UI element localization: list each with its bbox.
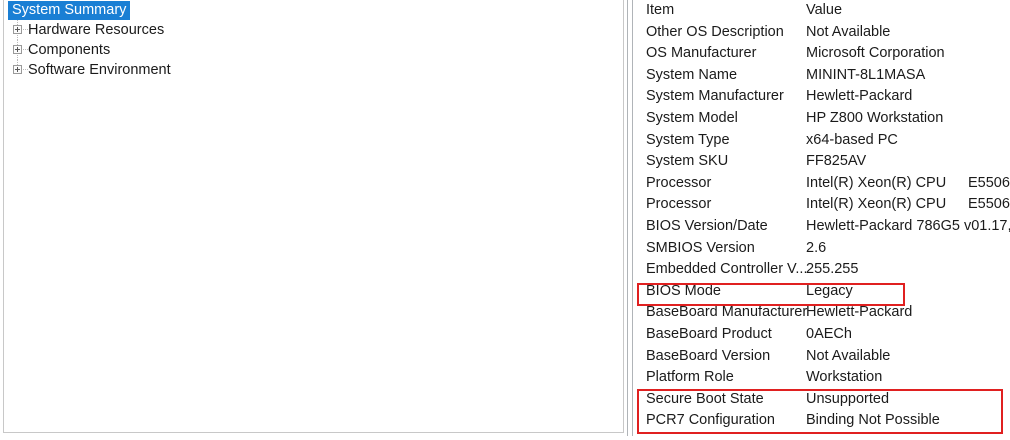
- detail-cell-value: Microsoft Corporation: [806, 45, 945, 62]
- detail-cell-value: Binding Not Possible: [806, 412, 940, 429]
- detail-cell-value: Unsupported: [806, 390, 890, 407]
- detail-row[interactable]: BIOS Version/Date Hewlett-Packard 786G5 v…: [636, 216, 1010, 238]
- detail-cell-item: System Manufacturer: [646, 88, 784, 105]
- detail-cell-item: SMBIOS Version: [646, 239, 755, 256]
- detail-row[interactable]: BaseBoard Version Not Available: [636, 346, 1010, 368]
- plus-box-icon[interactable]: [13, 45, 22, 54]
- detail-cell-value: FF825AV: [806, 153, 867, 170]
- plus-box-icon[interactable]: [13, 65, 22, 74]
- detail-cell-item: System Type: [646, 131, 730, 148]
- detail-row[interactable]: System Name MININT-8L1MASA: [636, 65, 1010, 87]
- detail-cell-value: x64-based PC: [806, 131, 898, 148]
- panel-splitter[interactable]: [626, 0, 635, 440]
- tree-connector-horizontal: [23, 49, 28, 50]
- detail-cell-item: Processor: [646, 196, 712, 213]
- detail-row[interactable]: BIOS Mode Legacy: [636, 281, 1010, 303]
- detail-row[interactable]: System Type x64-based PC: [636, 130, 1010, 152]
- tree-node-label: System Summary: [8, 1, 131, 20]
- detail-cell-item: System Name: [646, 66, 738, 83]
- detail-cell-value: HP Z800 Workstation: [806, 109, 944, 126]
- detail-row[interactable]: Processor Intel(R) Xeon(R) CPU E5506: [636, 173, 1010, 195]
- detail-cell-value: Intel(R) Xeon(R) CPU: [806, 196, 947, 213]
- tree-node-system-summary[interactable]: System Summary: [4, 0, 623, 20]
- tree-node-label: Hardware Resources: [28, 22, 165, 38]
- detail-cell-value: Legacy: [806, 282, 853, 299]
- detail-cell-value: 255.255: [806, 261, 859, 278]
- tree-node-hardware-resources[interactable]: Hardware Resources: [4, 20, 623, 40]
- tree-node-label: Components: [28, 42, 111, 58]
- tree-connector-horizontal: [23, 69, 28, 70]
- detail-cell-value: Hewlett-Packard 786G5 v01.17, 8/: [806, 217, 1010, 234]
- detail-cell-item: System Model: [646, 109, 738, 126]
- detail-cell-value: 2.6: [806, 239, 827, 256]
- detail-cell-item: BaseBoard Product: [646, 325, 772, 342]
- detail-cell-value: Intel(R) Xeon(R) CPU: [806, 174, 947, 191]
- detail-row[interactable]: Processor Intel(R) Xeon(R) CPU E5506: [636, 194, 1010, 216]
- tree-connector-vertical: [17, 20, 18, 25]
- tree-node-software-environment[interactable]: Software Environment: [4, 60, 623, 80]
- detail-cell-value: 0AECh: [806, 325, 852, 342]
- tree-node-components[interactable]: Components: [4, 40, 623, 60]
- tree-connector-horizontal: [23, 29, 28, 30]
- splitter-line-right: [632, 0, 633, 436]
- detail-cell-item: Secure Boot State: [646, 390, 764, 407]
- detail-cell-value: Workstation: [806, 369, 883, 386]
- detail-cell-item: System SKU: [646, 153, 729, 170]
- detail-cell-item: PCR7 Configuration: [646, 412, 775, 429]
- detail-row[interactable]: BaseBoard Product 0AECh: [636, 324, 1010, 346]
- detail-row[interactable]: System Model HP Z800 Workstation: [636, 108, 1010, 130]
- column-header-value: Value: [806, 2, 843, 18]
- detail-cell-item: BIOS Version/Date: [646, 217, 768, 234]
- detail-row[interactable]: Platform Role Workstation: [636, 367, 1010, 389]
- tree-connector-vertical: [17, 40, 18, 45]
- detail-cell-item: Processor: [646, 174, 712, 191]
- plus-box-icon[interactable]: [13, 25, 22, 34]
- detail-cell-item: BaseBoard Version: [646, 347, 771, 364]
- detail-cell-value: Hewlett-Packard: [806, 304, 913, 321]
- detail-cell-item: BIOS Mode: [646, 282, 721, 299]
- detail-row[interactable]: System SKU FF825AV: [636, 151, 1010, 173]
- detail-row[interactable]: PCR7 Configuration Binding Not Possible: [636, 410, 1010, 432]
- detail-cell-item: BaseBoard Manufacturer: [646, 304, 808, 321]
- detail-row[interactable]: Embedded Controller V...255.255: [636, 259, 1010, 281]
- detail-row[interactable]: Other OS Description Not Available: [636, 22, 1010, 44]
- splitter-line-left: [627, 0, 628, 436]
- detail-cell-item: Other OS Description: [646, 23, 784, 40]
- detail-cell-value: Not Available: [806, 23, 891, 40]
- detail-cell-value: Hewlett-Packard: [806, 88, 913, 105]
- detail-cell-item: Embedded Controller V...: [646, 261, 808, 278]
- tree-connector-vertical-down: [17, 55, 18, 60]
- detail-row[interactable]: System Manufacturer Hewlett-Packard: [636, 86, 1010, 108]
- detail-cell-value: MININT-8L1MASA: [806, 66, 926, 83]
- column-header-item: Item: [646, 2, 675, 18]
- detail-row[interactable]: SMBIOS Version 2.6: [636, 238, 1010, 260]
- detail-cell-item: OS Manufacturer: [646, 45, 757, 62]
- detail-cell-extra: E5506: [968, 174, 1010, 191]
- detail-cell-item: Platform Role: [646, 369, 734, 386]
- tree-node-label: Software Environment: [28, 62, 171, 78]
- detail-cell-extra: E5506: [968, 196, 1010, 213]
- tree-connector-vertical-down: [17, 35, 18, 40]
- detail-row[interactable]: OS Manufacturer Microsoft Corporation: [636, 43, 1010, 65]
- detail-header-row[interactable]: Item Value: [636, 0, 1010, 22]
- tree-connector-vertical: [17, 60, 18, 65]
- detail-cell-value: Not Available: [806, 347, 891, 364]
- detail-row[interactable]: Secure Boot State Unsupported: [636, 389, 1010, 411]
